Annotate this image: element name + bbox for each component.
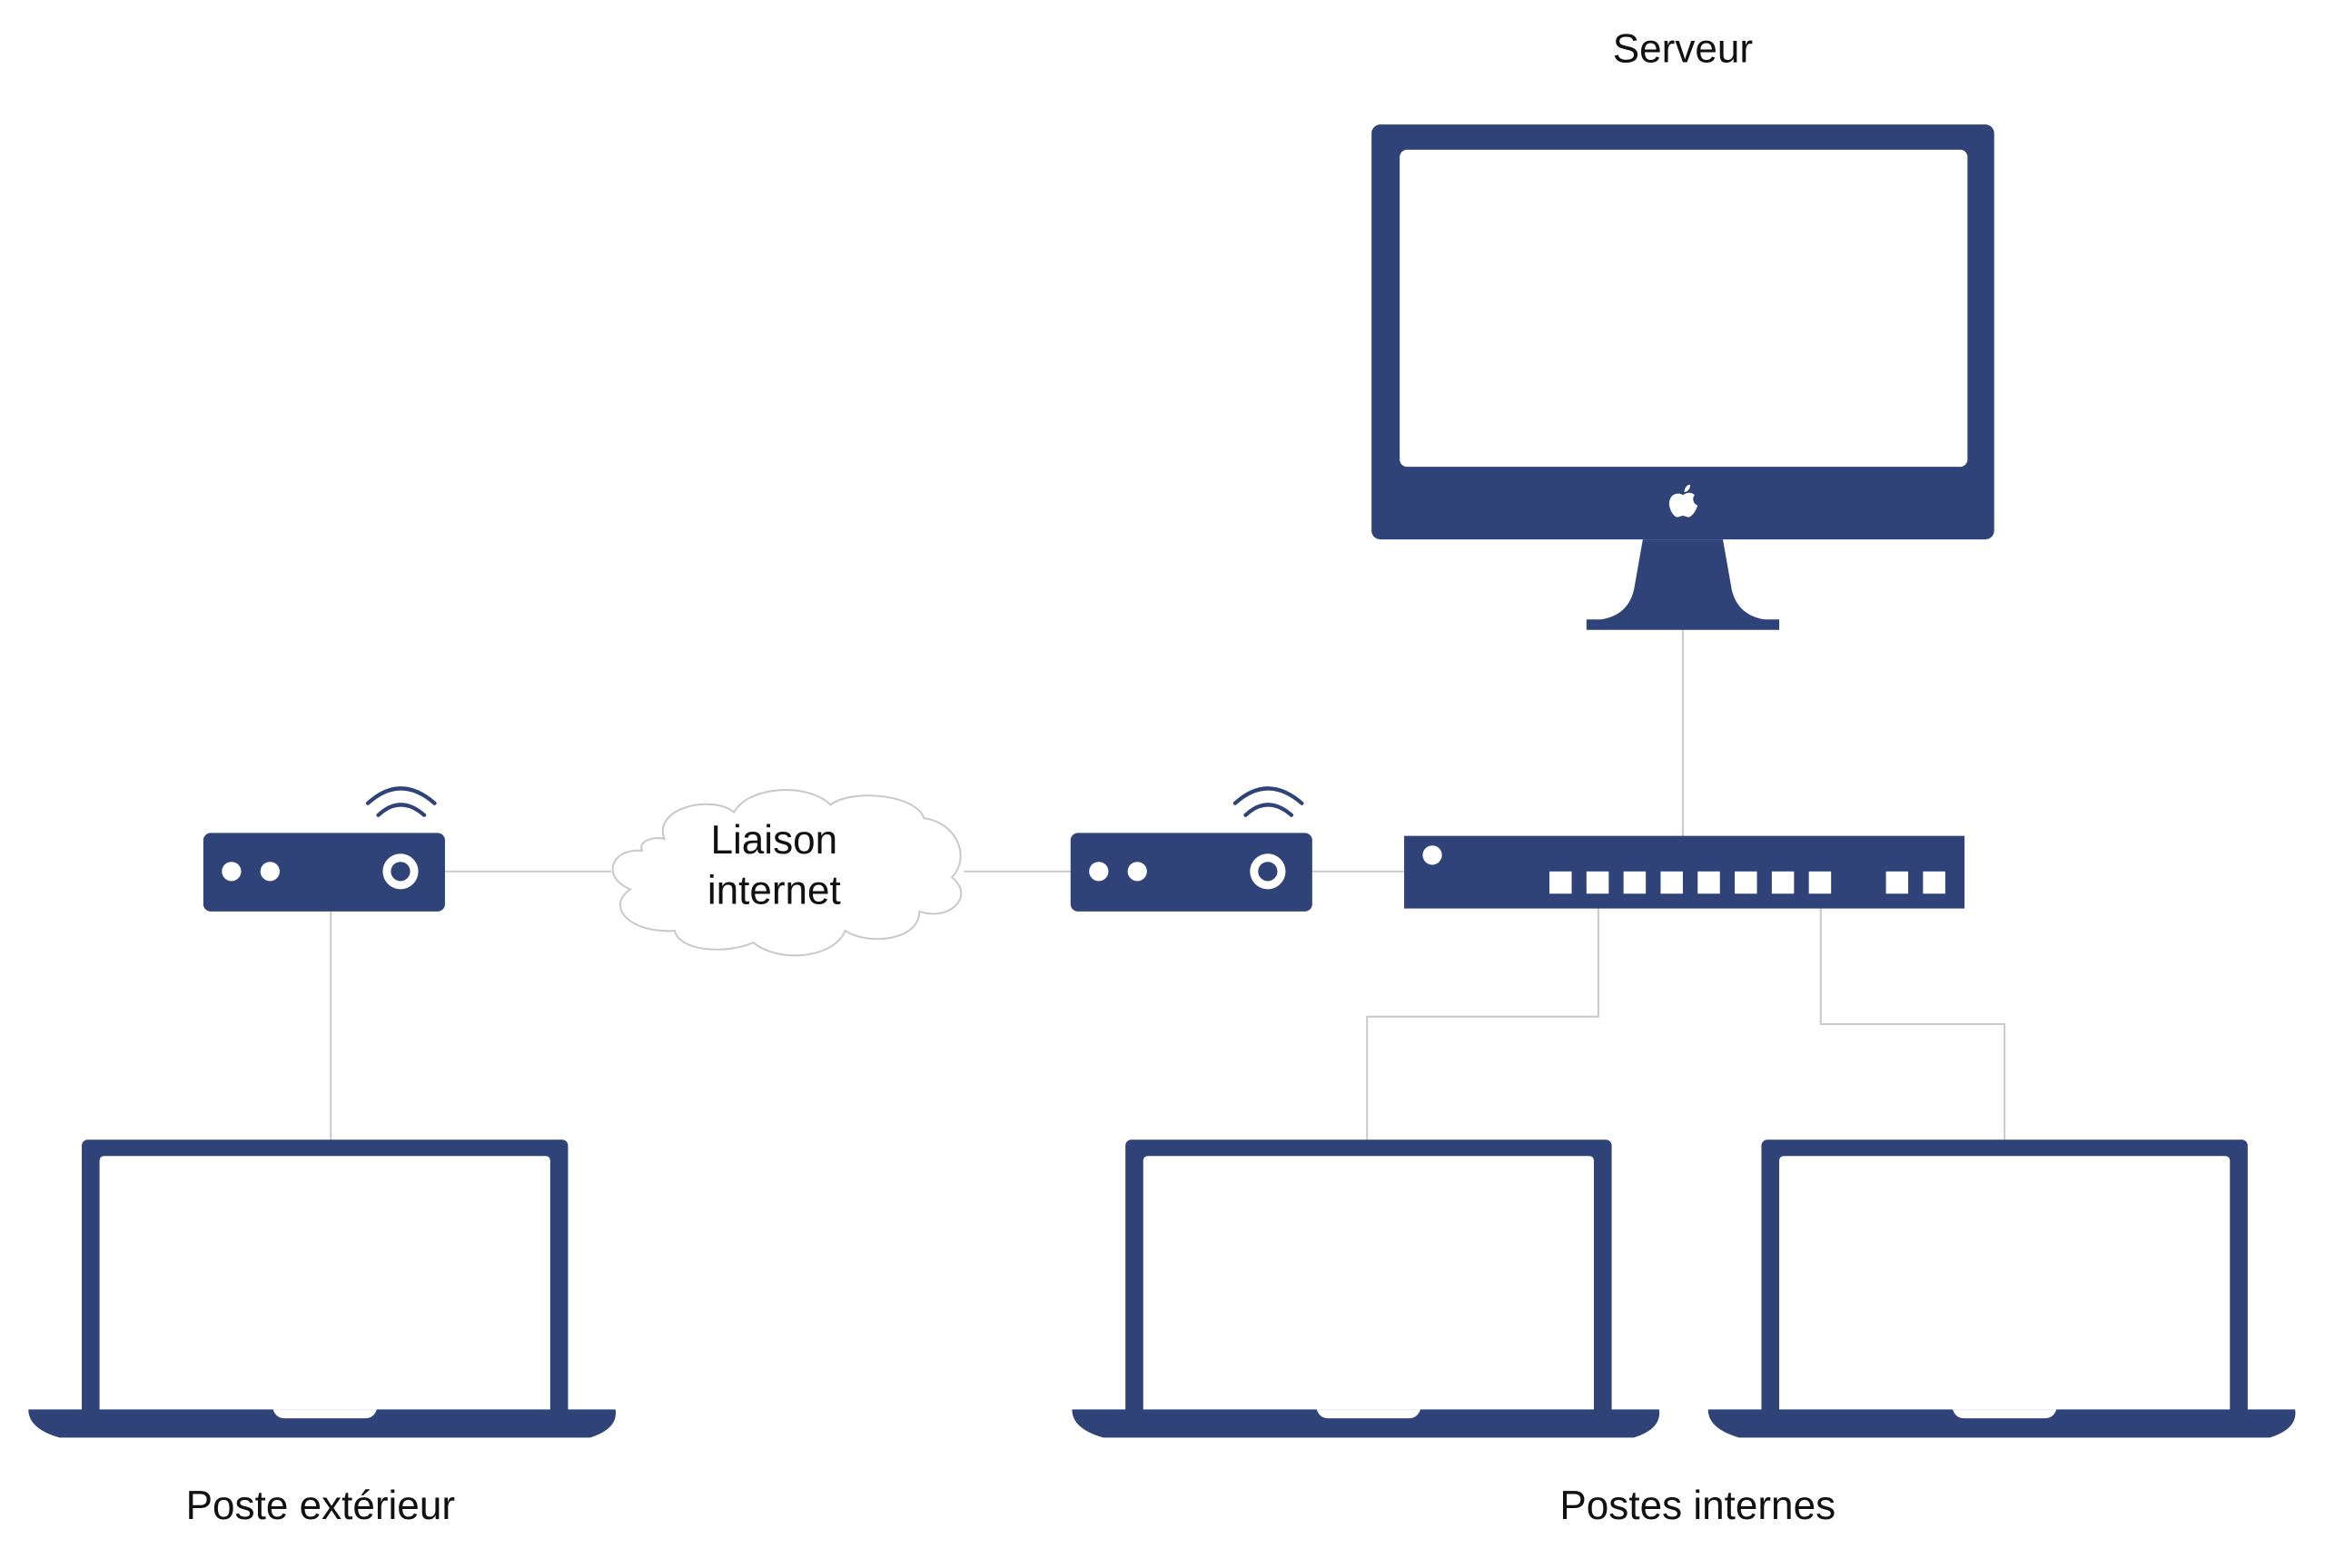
switch-led xyxy=(1422,845,1442,865)
modem-led xyxy=(260,862,280,882)
modem-icon xyxy=(203,833,445,912)
modem-icon xyxy=(1070,833,1312,912)
laptop-icon xyxy=(28,1139,616,1438)
cloud-label-line1: Liaison xyxy=(711,818,838,863)
apple-logo-icon xyxy=(1668,484,1698,518)
modem-led xyxy=(1089,862,1109,882)
switch-ports xyxy=(1549,871,1945,894)
server-label: Serveur xyxy=(1613,27,1753,72)
link-switch-laptop-middle xyxy=(1366,906,1599,1141)
modem-external xyxy=(203,786,445,912)
server-screen xyxy=(1400,149,1968,468)
laptop-icon xyxy=(1707,1139,2296,1438)
network-switch-icon xyxy=(1404,835,1965,909)
wifi-icon xyxy=(365,786,437,817)
server-stand xyxy=(1586,539,1780,630)
modem-led xyxy=(222,862,242,882)
laptop-internal-1 xyxy=(1072,1139,1660,1438)
internal-workstations-label: Postes internes xyxy=(1559,1484,1835,1528)
laptop-icon xyxy=(1072,1139,1660,1438)
server-computer xyxy=(1371,124,1994,630)
switch-body xyxy=(1404,835,1965,909)
external-workstation-label: Poste extérieur xyxy=(186,1484,455,1528)
laptop-internal-2 xyxy=(1707,1139,2296,1438)
modem-internal xyxy=(1070,786,1312,912)
laptop-external xyxy=(28,1139,616,1438)
cloud-label-line2: internet xyxy=(707,869,841,913)
modem-led xyxy=(1127,862,1147,882)
connection-lines xyxy=(330,629,2006,1157)
wifi-icon xyxy=(1232,786,1304,817)
cloud-icon xyxy=(611,789,963,957)
link-switch-laptop-right xyxy=(1819,906,2006,1157)
